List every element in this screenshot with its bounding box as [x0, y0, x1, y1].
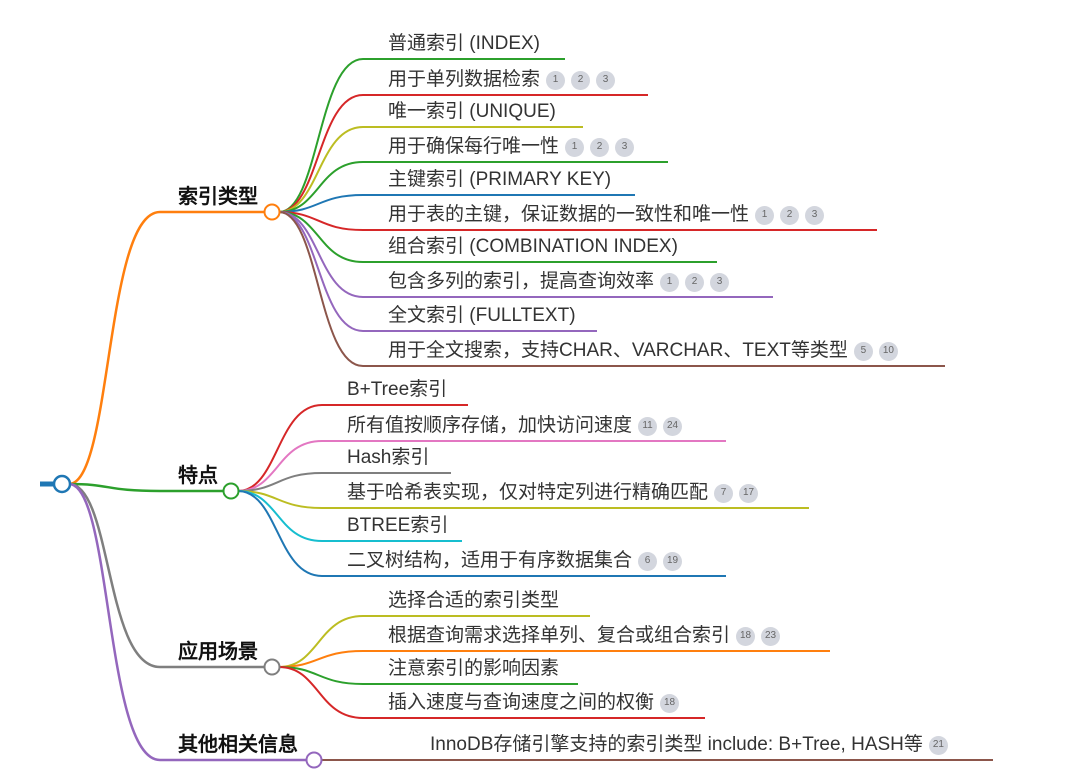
reference-badge[interactable]: 11 [638, 416, 658, 436]
leaf-connector [278, 211, 717, 263]
leaf-text: 用于确保每行唯一性 [388, 136, 560, 157]
reference-badge[interactable]: 3 [805, 205, 825, 225]
leaf-connector [278, 650, 830, 668]
leaf-connector [278, 211, 597, 332]
leaf-text: 组合索引 (COMBINATION INDEX) [388, 236, 678, 257]
reference-badge[interactable]: 17 [739, 483, 759, 503]
reference-badge[interactable]: 23 [761, 626, 781, 646]
leaf-connector [278, 194, 635, 213]
branch-label[interactable]: 其他相关信息 [178, 734, 298, 756]
leaf-node[interactable]: 普通索引 (INDEX) [388, 32, 540, 56]
leaf-text: 普通索引 (INDEX) [388, 33, 541, 54]
leaf-connector [237, 472, 451, 492]
branch-toggle-circle[interactable] [222, 482, 240, 500]
reference-badge[interactable]: 5 [853, 341, 873, 361]
leaf-connector [237, 490, 462, 542]
reference-badge[interactable]: 19 [663, 551, 683, 571]
reference-badge[interactable]: 3 [596, 70, 616, 90]
leaf-connector [278, 126, 583, 213]
reference-badge[interactable]: 21 [928, 735, 948, 755]
reference-badge[interactable]: 1 [660, 272, 680, 292]
branch-toggle-circle[interactable] [305, 751, 323, 769]
leaf-connector [278, 666, 705, 719]
leaf-text: 唯一索引 (UNIQUE) [388, 101, 556, 122]
leaf-node[interactable]: 选择合适的索引类型 [388, 589, 559, 613]
reference-badge[interactable]: 1 [755, 205, 775, 225]
root-node-circle[interactable] [52, 474, 72, 494]
leaf-text: 选择合适的索引类型 [388, 590, 560, 611]
leaf-connector [237, 440, 726, 492]
leaf-text: B+Tree索引 [347, 379, 448, 400]
leaf-node[interactable]: Hash索引 [347, 446, 429, 470]
reference-badge[interactable]: 2 [590, 137, 610, 157]
branch-label[interactable]: 索引类型 [178, 186, 258, 208]
leaf-text: 注意索引的影响因素 [388, 658, 560, 679]
leaf-connector [278, 666, 578, 685]
leaf-text: 根据查询需求选择单列、复合或组合索引 [388, 625, 731, 646]
leaf-node[interactable]: B+Tree索引 [347, 378, 447, 402]
leaf-node[interactable]: 组合索引 (COMBINATION INDEX) [388, 235, 678, 259]
reference-badge[interactable]: 2 [685, 272, 705, 292]
leaf-text: 全文索引 (FULLTEXT) [388, 305, 576, 326]
reference-badge[interactable]: 18 [660, 693, 680, 713]
reference-badge[interactable]: 3 [710, 272, 730, 292]
reference-badge[interactable]: 6 [638, 551, 658, 571]
branch-label[interactable]: 特点 [178, 465, 218, 487]
leaf-text: Hash索引 [347, 447, 430, 468]
leaf-connector [278, 94, 648, 213]
leaf-text: 插入速度与查询速度之间的权衡 [388, 692, 655, 713]
reference-badge[interactable]: 7 [714, 483, 734, 503]
leaf-connector [278, 615, 590, 668]
reference-badge[interactable]: 1 [565, 137, 585, 157]
branch-toggle-circle[interactable] [263, 203, 281, 221]
branch-connector [68, 482, 307, 762]
leaf-node[interactable]: InnoDB存储引擎支持的索引类型 include: B+Tree, HASH等… [430, 733, 948, 757]
leaf-node[interactable]: 注意索引的影响因素 [388, 657, 559, 681]
leaf-text: 所有值按顺序存储，加快访问速度 [347, 415, 633, 436]
branch-connector [68, 482, 224, 493]
branch-toggle-circle[interactable] [263, 658, 281, 676]
leaf-text: 二叉树结构，适用于有序数据集合 [347, 550, 633, 571]
leaf-connector [237, 490, 726, 577]
leaf-text: 用于单列数据检索 [388, 69, 541, 90]
reference-badge[interactable]: 2 [780, 205, 800, 225]
leaf-connector [278, 58, 565, 213]
leaf-connector [237, 490, 809, 509]
leaf-text: 基于哈希表实现，仅对特定列进行精确匹配 [347, 482, 709, 503]
reference-badge[interactable]: 18 [736, 626, 756, 646]
leaf-node[interactable]: 主键索引 (PRIMARY KEY) [388, 168, 611, 192]
leaf-node[interactable]: 唯一索引 (UNIQUE) [388, 100, 556, 124]
leaf-text: 包含多列的索引，提高查询效率 [388, 271, 655, 292]
reference-badge[interactable]: 3 [615, 137, 635, 157]
leaf-text: 用于全文搜索，支持CHAR、VARCHAR、TEXT等类型 [388, 340, 848, 361]
leaf-text: BTREE索引 [347, 515, 449, 536]
leaf-text: 用于表的主键，保证数据的一致性和唯一性 [388, 204, 750, 225]
reference-badge[interactable]: 24 [663, 416, 683, 436]
leaf-text: InnoDB存储引擎支持的索引类型 include: B+Tree, HASH等 [430, 734, 923, 755]
branch-connector [68, 210, 265, 486]
branch-connector [68, 482, 265, 669]
branch-label[interactable]: 应用场景 [178, 641, 258, 663]
reference-badge[interactable]: 2 [571, 70, 591, 90]
leaf-connector [237, 404, 468, 492]
leaf-node[interactable]: 全文索引 (FULLTEXT) [388, 304, 576, 328]
leaf-node[interactable]: BTREE索引 [347, 514, 448, 538]
leaf-connector [278, 211, 773, 298]
reference-badge[interactable]: 10 [878, 341, 898, 361]
reference-badge[interactable]: 1 [546, 70, 566, 90]
leaf-connector [278, 211, 877, 231]
leaf-connector [278, 211, 945, 367]
leaf-connector [278, 161, 668, 213]
leaf-text: 主键索引 (PRIMARY KEY) [388, 169, 612, 190]
